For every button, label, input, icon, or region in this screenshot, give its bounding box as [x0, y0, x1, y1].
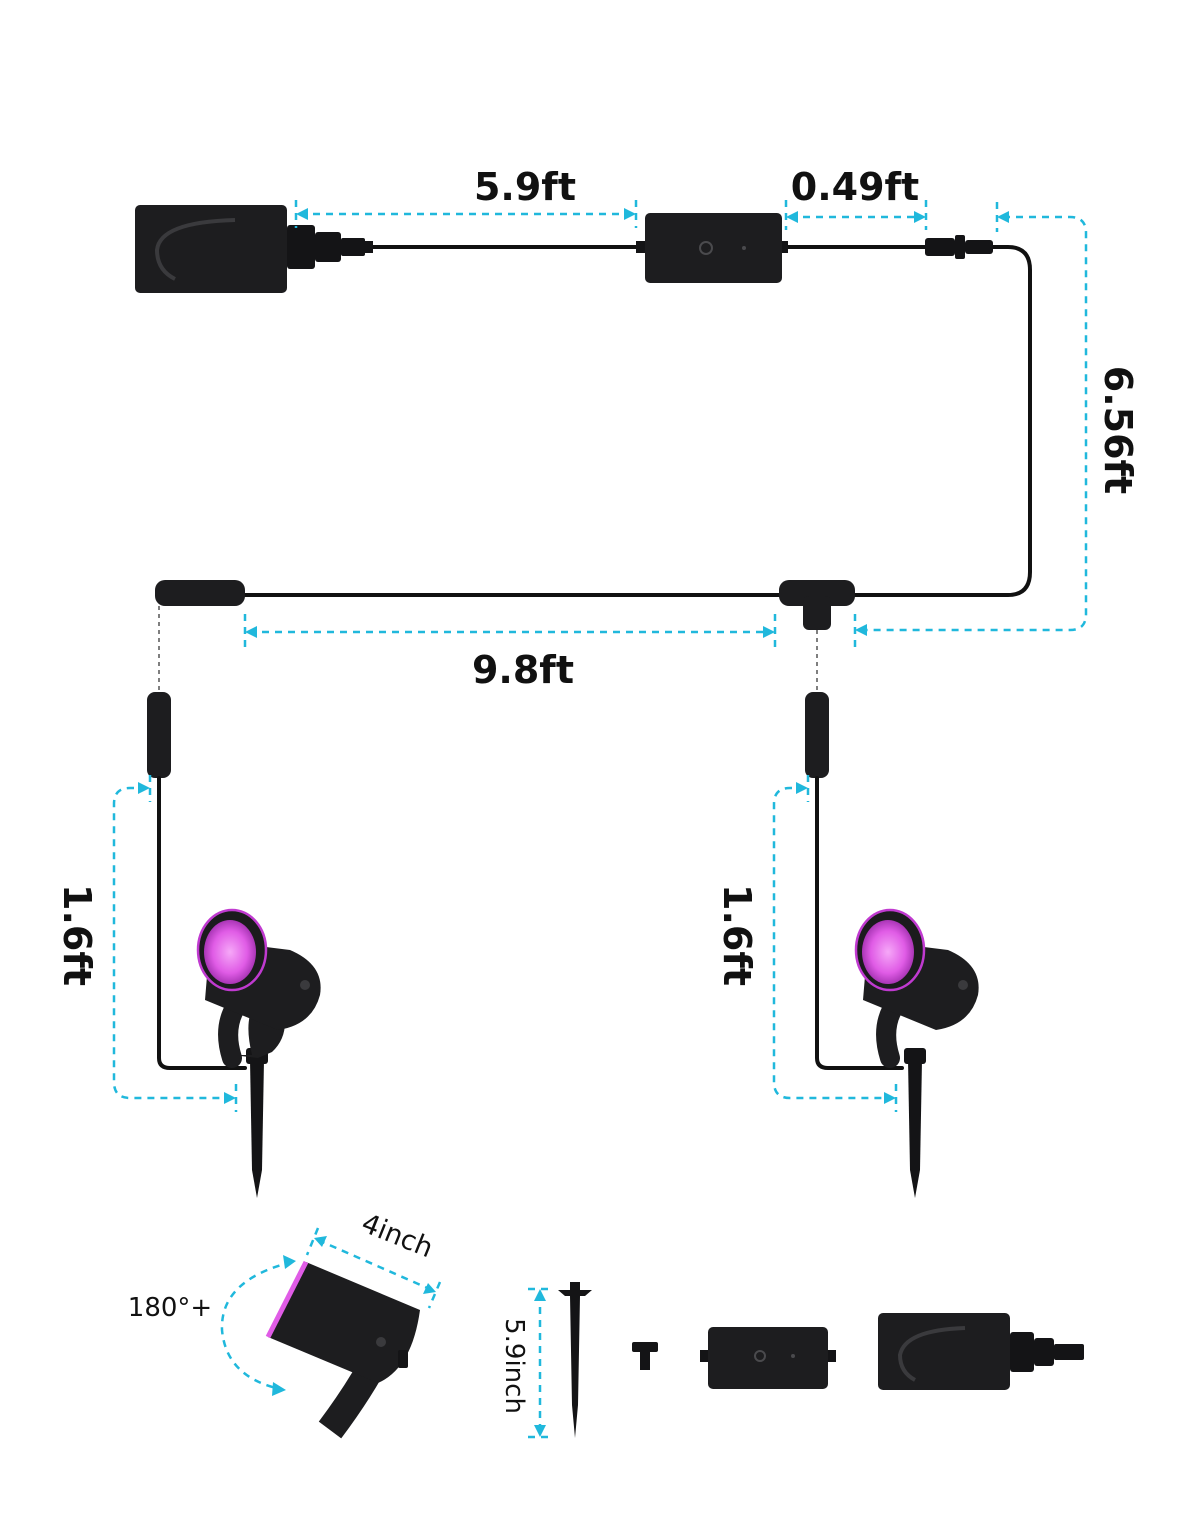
label-9-8ft: 9.8ft: [472, 648, 574, 692]
connection-guides: [158, 606, 818, 692]
label-0-49ft: 0.49ft: [791, 165, 919, 209]
end-connector-icon: [155, 580, 245, 606]
controller-box-icon: [636, 213, 788, 283]
label-6-56ft: 6.56ft: [1096, 366, 1140, 494]
inline-connector-icon: [925, 235, 993, 259]
label-5-9ft: 5.9ft: [474, 165, 576, 209]
right-light-branch: [805, 692, 904, 1070]
label-5-9inch: 5.9inch: [499, 1318, 529, 1414]
right-spotlight-icon: [854, 908, 979, 1198]
power-adapter-icon: [135, 205, 373, 293]
connector-cap-icon: [632, 1342, 658, 1370]
left-spotlight-icon: [196, 908, 321, 1198]
label-right-1-6ft: 1.6ft: [715, 884, 759, 986]
label-180-rotation: 180°+: [128, 1293, 212, 1323]
left-light-branch: [147, 692, 247, 1070]
label-left-1-6ft: 1.6ft: [55, 884, 99, 986]
ground-stake-icon: [528, 1282, 592, 1439]
main-cable: [241, 245, 1032, 597]
dimension-lines: [112, 200, 1088, 1112]
label-4inch: 4inch: [357, 1208, 437, 1264]
bottom-power-adapter-icon: [878, 1313, 1084, 1390]
t-connector-icon: [779, 580, 855, 630]
bottom-controller-icon: [700, 1327, 836, 1389]
head-detail-icon: [220, 1227, 442, 1439]
